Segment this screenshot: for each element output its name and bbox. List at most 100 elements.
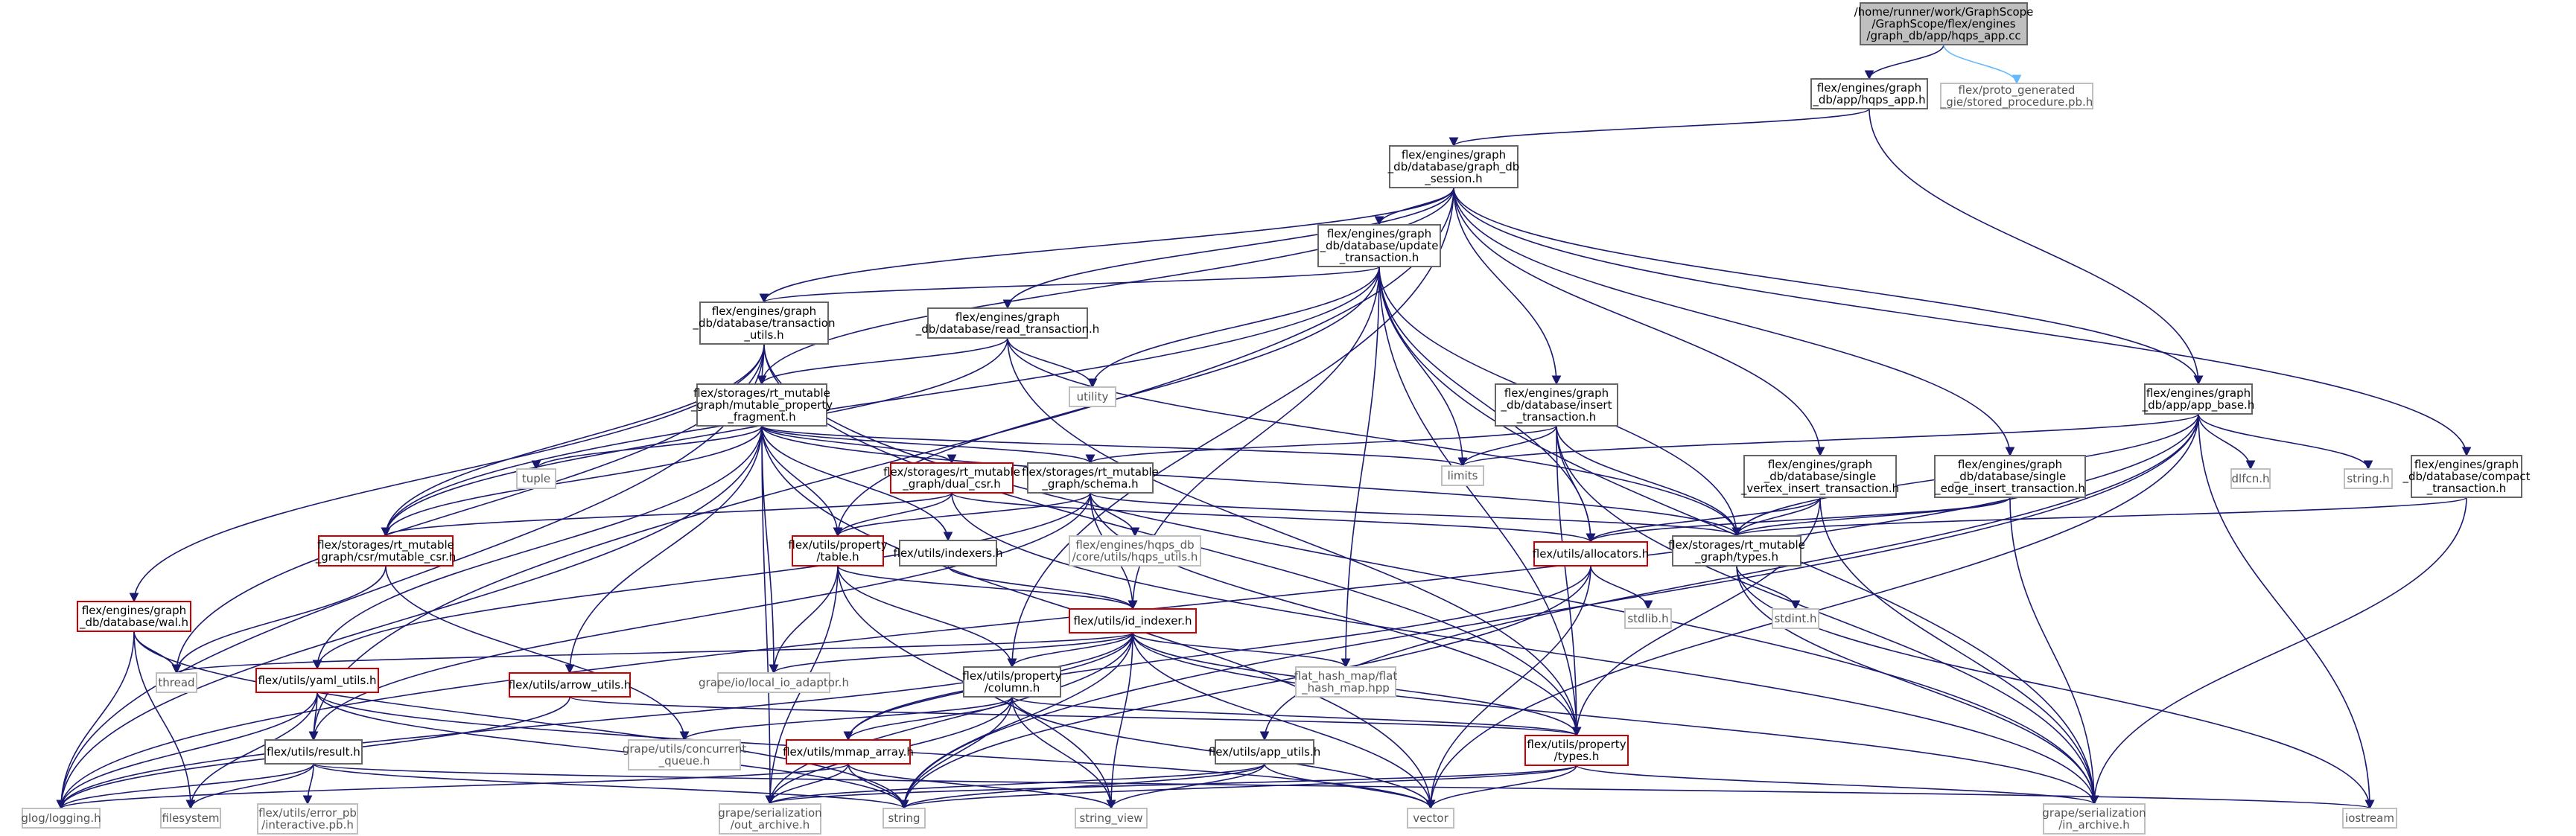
graph-node-indexers[interactable]: flex/utils/indexers.h xyxy=(894,540,1003,567)
node-label-line: stdlib.h xyxy=(1627,612,1668,625)
edge-txn_utils-to-mutable_csr xyxy=(381,343,765,537)
graph-node-graph-db-session[interactable]: flex/engines/graph_db/database/graph_db_… xyxy=(1387,145,1520,188)
edge-id_indexer-to-flat_hash xyxy=(1132,632,1351,669)
edge-id_indexer-to-string_view xyxy=(1106,632,1133,810)
node-box xyxy=(792,535,884,567)
node-label-line: _vertex_insert_transaction.h xyxy=(1740,482,1899,496)
graph-node-filesystem: filesystem xyxy=(160,808,221,829)
node-label-line: filesystem xyxy=(162,811,219,825)
node-label-line: limits xyxy=(1448,469,1478,482)
edge-id_indexer-to-out_archive xyxy=(765,632,1133,805)
edge-txn_utils-to-in_archive xyxy=(763,343,2099,805)
node-label-line: glog/logging.h xyxy=(21,811,101,825)
node-label-line: grape/serialization xyxy=(718,806,821,820)
node-box xyxy=(628,739,741,770)
graph-node-string: string xyxy=(882,808,926,829)
node-label-line: _transaction.h xyxy=(1339,251,1419,265)
node-layer: /home/runner/work/GraphScope/GraphScope/… xyxy=(21,2,2531,835)
edge-read_txn-to-prop_types xyxy=(1007,337,1582,737)
graph-node-flat-hash: flat_hash_map/flat_hash_map.hpp xyxy=(1294,666,1397,698)
graph-node-out-archive: grape/serialization/out_archive.h xyxy=(718,803,822,835)
node-label-line: flex/utils/property xyxy=(962,669,1061,683)
edge-txn_utils-to-glog xyxy=(56,343,765,810)
edge-app_utils-to-string_view xyxy=(1106,763,1265,810)
node-box xyxy=(160,808,221,829)
graph-node-mutable-csr: flex/storages/rt_mutable_graph/csr/mutab… xyxy=(315,535,456,567)
node-label-line: utility xyxy=(1077,390,1109,403)
edge-hqps_app_h-to-app_base xyxy=(1869,108,2204,386)
node-label-line: string_view xyxy=(1079,811,1142,826)
graph-node-stdint: stdint.h xyxy=(1772,608,1819,629)
graph-node-read-txn[interactable]: flex/engines/graph_db/database/read_tran… xyxy=(915,307,1099,339)
graph-node-error-pb: flex/utils/error_pb/interactive.pb.h xyxy=(257,803,358,835)
edge-graph_db_session-to-insert_txn xyxy=(1453,187,1562,386)
graph-node-update-txn[interactable]: flex/engines/graph_db/database/update_tr… xyxy=(1317,224,1441,267)
node-label-line: flex/utils/property xyxy=(788,538,887,552)
graph-node-mutable-fragment[interactable]: flex/storages/rt_mutable_graph/mutable_p… xyxy=(690,383,833,427)
edge-result_h-to-iostream xyxy=(313,763,2374,810)
node-label-line: flex/engines/graph xyxy=(1504,386,1609,400)
graph-node-in-archive: grape/serialization/in_archive.h xyxy=(2042,803,2146,835)
graph-node-single-edge[interactable]: flex/engines/graph_db/database/single_ed… xyxy=(1934,455,2086,498)
node-label-line: /graph_db/app/hqps_app.cc xyxy=(1866,29,2020,43)
node-label-line: _utils.h xyxy=(743,328,783,342)
edge-mutable_fragment-to-arrow_utils xyxy=(565,425,763,674)
edge-single_vertex-to-in_archive xyxy=(1819,497,2099,805)
node-label-line: _graph/csr/mutable_csr.h xyxy=(315,550,456,564)
edge-yaml_utils-to-glog xyxy=(56,692,318,810)
node-label-line: _db/app/app_base.h xyxy=(2142,398,2255,412)
edge-id_indexer-to-in_archive xyxy=(1132,632,2099,805)
graph-node-root[interactable]: /home/runner/work/GraphScope/GraphScope/… xyxy=(1854,2,2034,45)
graph-node-local-io: grape/io/local_io_adaptor.h xyxy=(699,672,849,693)
edge-mutable_fragment-to-indexers xyxy=(761,425,953,542)
node-label-line: _db/database/read_transaction.h xyxy=(915,322,1099,336)
node-box xyxy=(1069,386,1116,407)
graph-node-app-base[interactable]: flex/engines/graph_db/app/app_base.h xyxy=(2142,383,2255,415)
node-box xyxy=(1317,224,1441,267)
node-label-line: thread xyxy=(158,676,194,689)
edge-schema-to-yaml_utils xyxy=(312,492,1091,670)
node-box xyxy=(257,803,358,835)
node-label-line: flex/utils/result.h xyxy=(267,745,360,759)
graph-node-single-vertex[interactable]: flex/engines/graph_db/database/single_ve… xyxy=(1740,455,1899,498)
graph-node-insert-txn[interactable]: flex/engines/graph_db/database/insert_tr… xyxy=(1495,383,1618,427)
graph-node-txn-utils[interactable]: flex/engines/graph_db/database/transacti… xyxy=(693,301,836,345)
graph-node-compact-txn[interactable]: flex/engines/graph_db/database/compact_t… xyxy=(2402,455,2531,498)
edge-layer xyxy=(56,44,2472,810)
edge-prop_types-to-in_archive xyxy=(1576,765,2099,805)
graph-node-column-h[interactable]: flex/utils/property/column.h xyxy=(962,666,1062,698)
edge-update_txn-to-utility xyxy=(1087,266,1380,389)
edge-yaml_utils-to-string xyxy=(317,692,909,810)
node-label-line: flex/engines/graph xyxy=(1327,227,1431,240)
graph-node-result-h[interactable]: flex/utils/result.h xyxy=(264,739,363,765)
graph-node-tuple: tuple xyxy=(516,468,556,489)
node-label-line: string.h xyxy=(2347,472,2389,485)
edge-dual_csr-to-mutable_csr xyxy=(381,492,953,537)
node-label-line: flex/engines/graph xyxy=(2146,386,2251,400)
edge-graph_db_session-to-column_h xyxy=(1007,187,1454,669)
node-label-line: /core/utils/hqps_utils.h xyxy=(1072,550,1198,564)
graph-node-schema[interactable]: flex/storages/rt_mutable_graph/schema.h xyxy=(1022,462,1159,494)
edge-id_indexer-to-column_h xyxy=(1007,632,1133,669)
node-label-line: /GraphScope/flex/engines xyxy=(1871,17,2015,31)
node-label-line: grape/io/local_io_adaptor.h xyxy=(699,676,849,690)
edge-compact_txn-to-in_archive xyxy=(2089,497,2467,805)
graph-node-rt-types[interactable]: flex/storages/rt_mutable_graph/types.h xyxy=(1668,535,1805,567)
edge-insert_txn-to-schema xyxy=(1085,425,1557,465)
edge-insert_txn-to-limits xyxy=(1457,425,1557,468)
edge-allocators-to-mmap_array xyxy=(843,565,1591,741)
node-label-line: _db/database/wal.h xyxy=(79,616,188,630)
edge-insert_txn-to-in_archive xyxy=(1556,425,2099,805)
graph-node-app-utils[interactable]: flex/utils/app_utils.h xyxy=(1209,739,1320,765)
edge-rt_types-to-in_archive xyxy=(1736,565,2099,805)
edge-update_txn-to-prop_types xyxy=(1378,266,1582,737)
graph-node-hqps-app-h[interactable]: flex/engines/graph_db/app/hqps_app.h xyxy=(1810,78,1928,109)
node-label-line: dlfcn.h xyxy=(2232,472,2270,485)
edge-mutable_fragment-to-tuple xyxy=(531,425,763,470)
edge-read_txn-to-mutable_csr xyxy=(381,337,1008,537)
edge-wal-to-glog xyxy=(56,631,135,810)
edge-mutable_fragment-to-dual_csr xyxy=(761,425,957,465)
node-box xyxy=(2144,383,2253,415)
edge-prop_types-to-out_archive xyxy=(766,765,1577,805)
node-label-line: flex/engines/graph xyxy=(1958,458,2062,471)
